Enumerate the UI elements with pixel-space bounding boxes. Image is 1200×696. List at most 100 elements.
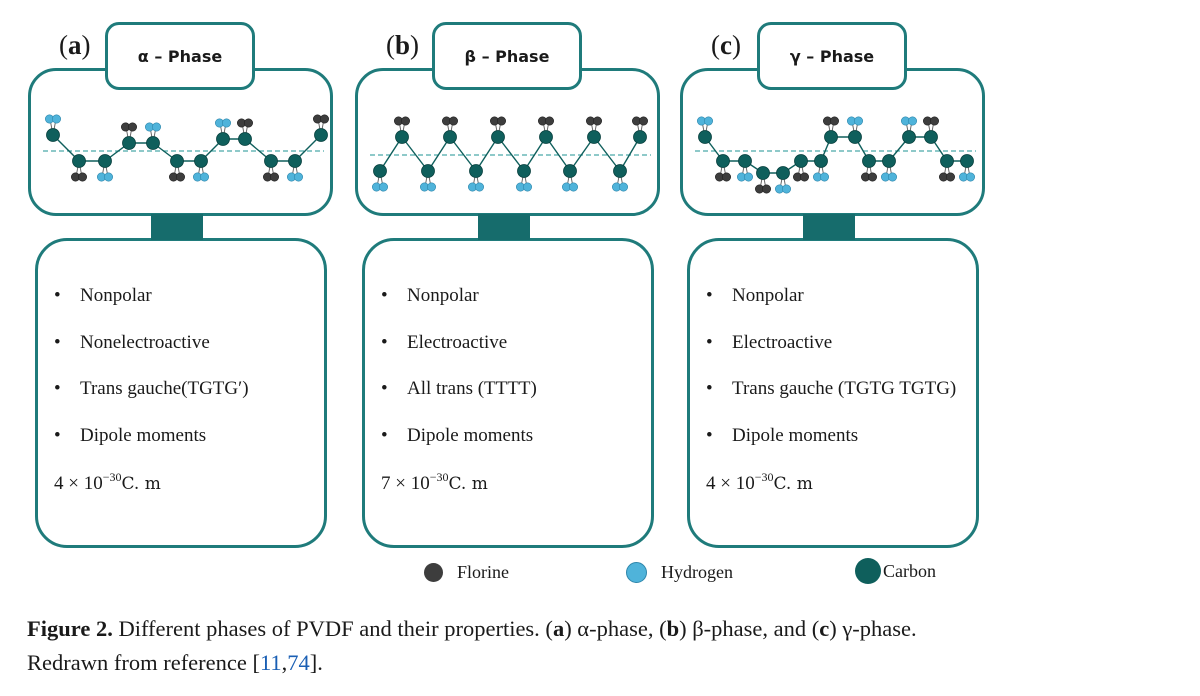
gamma-chain-svg — [695, 116, 976, 194]
carbon-atom — [776, 166, 790, 180]
bullet: • — [54, 332, 61, 353]
alpha-molecule — [45, 114, 329, 182]
reference-link[interactable]: 11 — [260, 650, 282, 675]
florine-atom — [930, 116, 940, 126]
alpha-dipole-value: 4 × 10−30C. m — [54, 470, 161, 494]
carbon-atom — [738, 154, 752, 168]
gamma-dipole-value: 4 × 10−30C. m — [706, 470, 813, 494]
hydrogen-atom — [51, 114, 61, 124]
carbon-atom — [924, 130, 938, 144]
carbon-atom — [756, 166, 770, 180]
florine-atom — [868, 172, 878, 182]
florine-atom — [593, 116, 603, 126]
hydrogen-atom — [523, 182, 533, 192]
property-text: Trans gauche(TGTG′) — [80, 378, 249, 399]
hydrogen-atom — [104, 172, 114, 182]
carbon-atom — [563, 164, 577, 178]
hydrogen-atom — [200, 172, 210, 182]
florine-atom — [545, 116, 555, 126]
property-text: All trans (TTTT) — [407, 378, 537, 399]
carbon-atom — [395, 130, 409, 144]
carbon-atom — [517, 164, 531, 178]
hydrogen-atom — [782, 184, 792, 194]
carbon-atom — [862, 154, 876, 168]
carbon-atom — [882, 154, 896, 168]
carbon-bond — [545, 136, 571, 172]
bullet: • — [54, 425, 61, 446]
florine-atom — [270, 172, 280, 182]
bullet: • — [706, 425, 713, 446]
florine-atom — [497, 116, 507, 126]
property-item: •Trans gauche(TGTG′) — [54, 378, 249, 400]
florine-atom — [800, 172, 810, 182]
beta-chain-svg — [370, 116, 651, 192]
property-text: Nonpolar — [732, 285, 804, 306]
legend-label: Carbon — [883, 560, 936, 581]
gamma-properties-box: •Nonpolar •Electroactive •Trans gauche (… — [687, 238, 979, 548]
hydrogen-atom — [820, 172, 830, 182]
carbon-atom — [491, 130, 505, 144]
property-item: • Nonpolar — [706, 285, 804, 307]
property-item: •Nonelectroactive — [54, 332, 210, 354]
property-text: Dipole moments — [407, 425, 534, 446]
carbon-atom — [902, 130, 916, 144]
bullet: • — [706, 285, 713, 306]
carbon-bond — [401, 136, 429, 172]
hydrogen-atom — [854, 116, 864, 126]
bullet: • — [381, 285, 388, 306]
carbon-atom — [539, 130, 553, 144]
florine-atom — [319, 114, 329, 124]
carbon-atom — [587, 130, 601, 144]
florine-atom — [638, 116, 648, 126]
hydrogen-atom — [293, 172, 303, 182]
gamma-molecule — [697, 116, 975, 194]
property-text: Nonpolar — [80, 285, 152, 306]
bullet: • — [706, 378, 713, 399]
alpha-phase-title: α – Phase — [105, 22, 255, 90]
carbon-atom — [633, 130, 647, 144]
hydrogen-atom — [378, 182, 388, 192]
reference-link[interactable]: 74 — [287, 650, 310, 675]
carbon-atom — [824, 130, 838, 144]
carbon-atom — [288, 154, 302, 168]
florine-atom — [128, 122, 138, 132]
hydrogen-atom — [569, 182, 579, 192]
beta-properties-box: •Nonpolar •Electroactive •All trans (TTT… — [362, 238, 654, 548]
property-item: •Trans gauche (TGTG TGTG) — [706, 378, 956, 400]
panel-letter-c: (c) — [711, 30, 741, 60]
property-item: •Nonpolar — [54, 285, 152, 307]
florine-atom — [762, 184, 772, 194]
carbon-bond — [449, 136, 477, 172]
hydrogen-atom — [475, 182, 485, 192]
property-text: Electroactive — [407, 332, 508, 353]
carbon-atom — [194, 154, 208, 168]
panel-beta: (b) β – Phase •Nonpolar •Electroactive •… — [352, 0, 682, 560]
atom-legend: Florine Hydrogen Carbon — [0, 558, 1200, 590]
figure-label: Figure 2. — [27, 616, 113, 641]
carbon-atom — [122, 136, 136, 150]
carbon-atom-icon — [855, 558, 881, 584]
legend-label: Hydrogen — [661, 562, 733, 582]
florine-atom — [449, 116, 459, 126]
legend-hydrogen: Hydrogen — [626, 562, 733, 583]
panel-letter-b: (b) — [386, 30, 420, 60]
panel-gamma: (c) γ – Phase •Nonpolar •Electroactive •… — [677, 0, 1007, 560]
beta-molecule — [372, 116, 648, 192]
bullet: • — [706, 332, 713, 353]
carbon-atom — [613, 164, 627, 178]
beta-connector — [478, 214, 530, 240]
carbon-atom — [314, 128, 328, 142]
carbon-atom — [940, 154, 954, 168]
bullet: • — [381, 425, 388, 446]
carbon-atom — [373, 164, 387, 178]
panel-alpha: (a) α – Phase •Nonpolar •Nonelectroactiv… — [25, 0, 355, 560]
carbon-atom — [98, 154, 112, 168]
carbon-atom — [238, 132, 252, 146]
hydrogen-atom — [152, 122, 162, 132]
florine-atom-icon — [424, 563, 443, 582]
carbon-atom — [698, 130, 712, 144]
carbon-bond — [569, 136, 595, 172]
carbon-atom — [794, 154, 808, 168]
bullet: • — [381, 332, 388, 353]
carbon-atom — [421, 164, 435, 178]
